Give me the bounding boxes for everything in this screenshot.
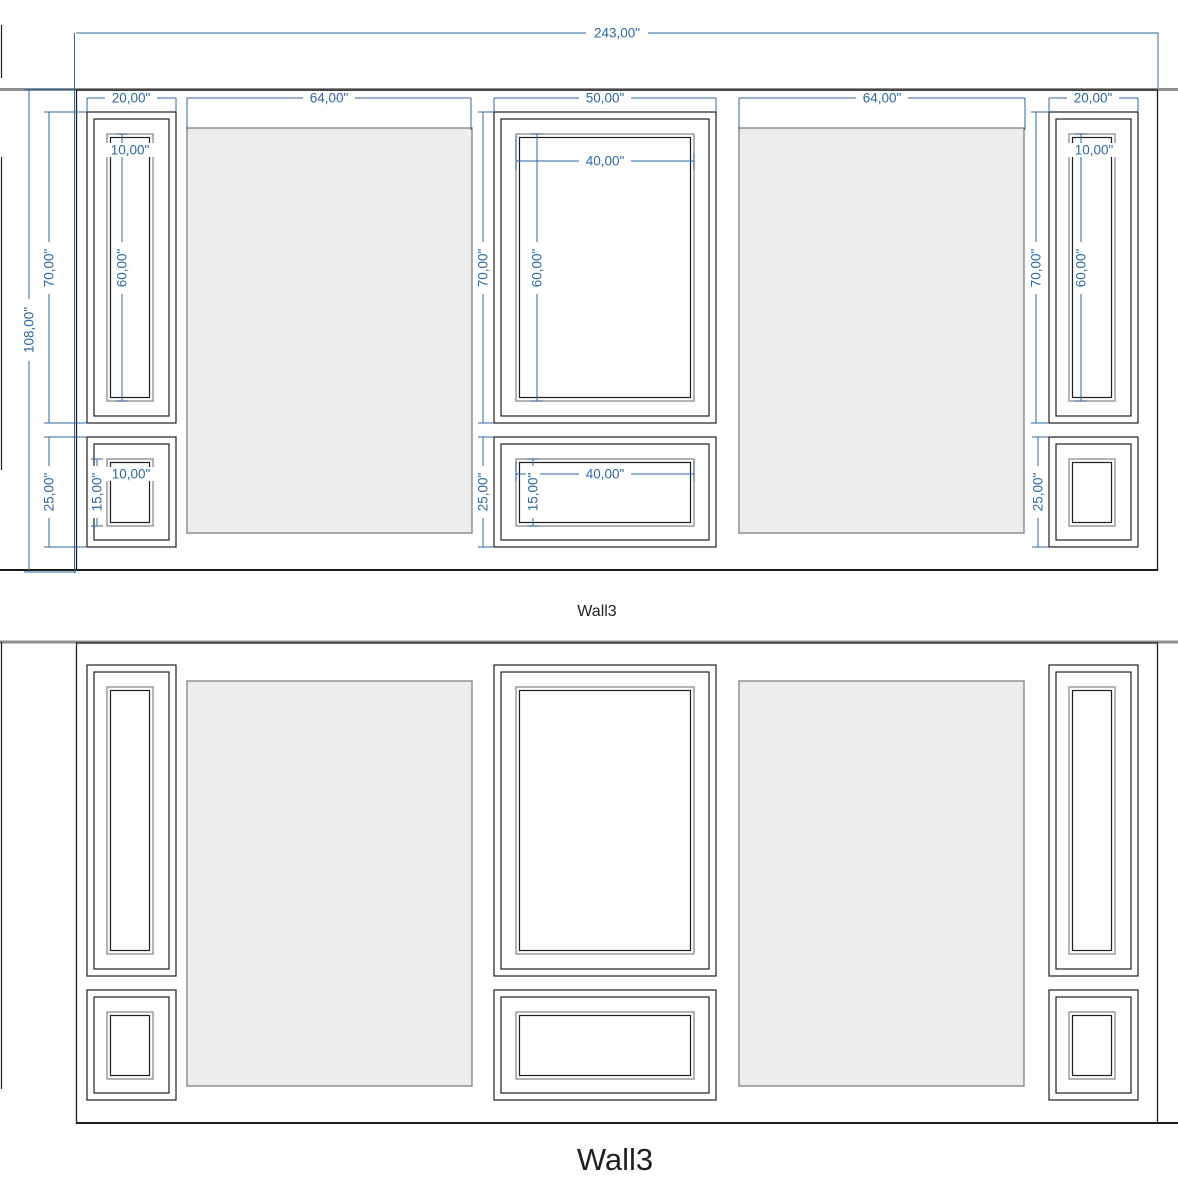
panel-left-stile-upper[interactable]: [86, 664, 177, 977]
dim-text-left-inner-width[interactable]: 10,00": [111, 143, 150, 158]
panel-left-stile-upper[interactable]: [86, 111, 177, 424]
panel-right-stile-lower[interactable]: [1048, 436, 1139, 548]
opening-right[interactable]: [738, 127, 1025, 534]
dim-text-left-opening-width[interactable]: 64,00": [310, 91, 349, 106]
dim-text-right-opening-width[interactable]: 64,00": [863, 91, 902, 106]
dim-text-center-lower-inner-width[interactable]: 40,00": [586, 467, 625, 482]
dim-text-wall-height[interactable]: 108,00": [22, 307, 37, 353]
dim-text-right-inner-height[interactable]: 60,00": [1074, 249, 1089, 288]
dim-text-right-upper-height[interactable]: 70,00": [1029, 249, 1044, 288]
panel-center-upper[interactable]: [493, 664, 717, 977]
dim-text-left-lower-height[interactable]: 25,00": [42, 473, 57, 512]
dim-text-center-lower-height[interactable]: 25,00": [476, 473, 491, 512]
panel-right-stile-upper[interactable]: [1048, 111, 1139, 424]
bottom-elevation[interactable]: [0, 640, 1178, 1124]
opening-left[interactable]: [186, 127, 473, 534]
dim-text-center-upper-height[interactable]: 70,00": [476, 249, 491, 288]
dim-text-right-inner-width[interactable]: 10,00": [1075, 143, 1114, 158]
dim-text-left-inner-height[interactable]: 60,00": [115, 249, 130, 288]
wall-outline[interactable]: [75, 89, 1159, 571]
dim-text-center-inner-width[interactable]: 40,00": [586, 154, 625, 169]
dim-text-total-width[interactable]: 243,00": [594, 26, 640, 41]
dim-text-right-stile-width[interactable]: 20,00": [1074, 91, 1113, 106]
wall-title-large[interactable]: Wall3: [577, 1142, 653, 1177]
dim-text-left-upper-height[interactable]: 70,00": [42, 249, 57, 288]
dim-text-center-panel-width[interactable]: 50,00": [586, 91, 625, 106]
dim-text-left-lower-inner-width[interactable]: 10,00": [112, 467, 151, 482]
panel-right-stile-upper[interactable]: [1048, 664, 1139, 977]
panel-right-stile-lower[interactable]: [1048, 989, 1139, 1101]
dim-text-left-stile-width[interactable]: 20,00": [112, 91, 151, 106]
dim-text-center-inner-height[interactable]: 60,00": [530, 249, 545, 288]
dim-text-center-lower-inner-height[interactable]: 15,00": [526, 473, 541, 512]
opening-left[interactable]: [186, 680, 473, 1087]
wall-outline[interactable]: [75, 642, 1159, 1124]
dim-text-left-lower-inner-height[interactable]: 15,00": [90, 473, 105, 512]
dim-text-right-lower-height[interactable]: 25,00": [1031, 473, 1046, 512]
top-elevation[interactable]: 243,00" 20,00" 64,00" 50,00" 64,00" 20,0…: [0, 25, 1178, 573]
opening-right[interactable]: [738, 680, 1025, 1087]
wall-title-small[interactable]: Wall3: [577, 603, 617, 620]
panel-left-stile-lower[interactable]: [86, 989, 177, 1101]
panel-center-lower[interactable]: [493, 989, 717, 1101]
